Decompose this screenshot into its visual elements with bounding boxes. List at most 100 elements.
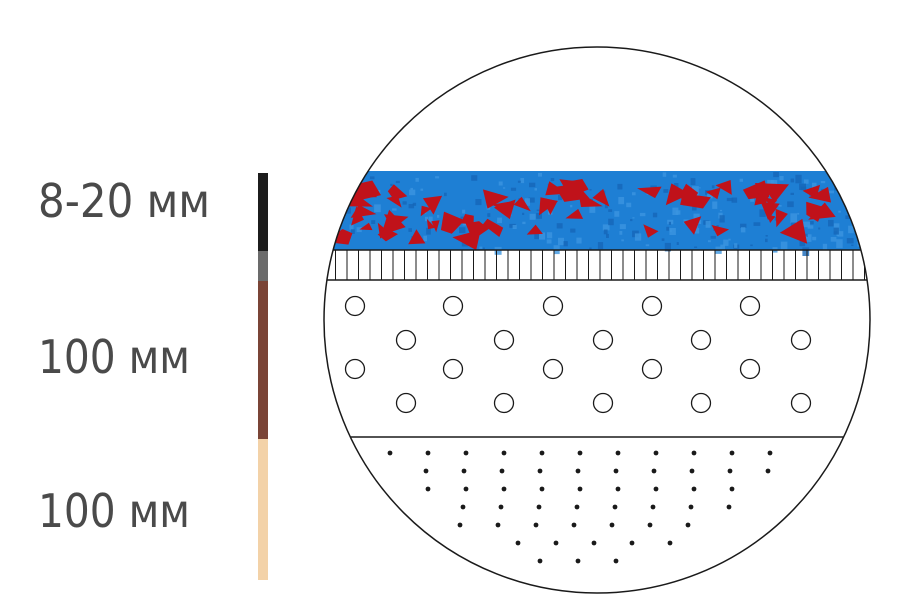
speckle [674,183,679,188]
red-chip [359,222,373,231]
speckle [520,178,525,184]
speckle [437,214,440,218]
dot [533,522,539,528]
dot [553,540,559,546]
speckle [626,202,632,208]
open-circle [739,358,761,380]
speckle [859,179,866,185]
speckle [346,207,351,214]
speckle [822,243,828,250]
dot [726,504,732,510]
speckle [863,183,869,189]
speckle [550,178,555,182]
dot-layer [387,450,773,564]
speckle [348,192,354,198]
speckle [692,206,697,211]
speckle [705,220,711,228]
speckle [833,223,840,232]
speckle [558,195,563,201]
dot [501,450,507,456]
open-circle [442,358,464,380]
red-chip [592,188,610,207]
speckle [482,247,485,249]
dot [685,522,691,528]
speckle [803,221,811,228]
speckle [522,221,526,225]
dot [727,468,733,474]
speckle [408,204,415,209]
speckle [857,187,864,197]
speckle [538,172,542,177]
bar-segment-bottom [258,439,268,580]
red-chip [431,220,440,233]
open-circle [790,392,812,414]
dot [577,486,583,492]
red-chip [565,208,584,219]
open-circle [442,295,464,317]
dot [651,468,657,474]
red-chip [683,216,702,235]
speckle [345,186,350,192]
speckle [753,222,761,226]
speckle [547,232,553,239]
speckle [608,209,613,212]
speckle [524,198,530,206]
dot [387,450,393,456]
red-chip [482,218,504,237]
speckle [392,208,397,211]
speckle [603,229,608,235]
speckle [812,182,817,189]
dot [691,450,697,456]
dot [667,540,673,546]
label-bottom: 100 мм [38,484,190,538]
red-chip [460,214,474,225]
speckle [606,233,609,238]
speckle [619,224,626,230]
speckle [676,242,679,245]
speckle [809,221,814,225]
bar-segment-gap [258,251,268,281]
speckle [408,228,412,232]
speckle [602,224,610,231]
red-chip [637,186,662,199]
speckle [597,242,604,250]
speckle [621,239,624,242]
dot [495,522,501,528]
speckle [698,220,702,224]
open-circle [641,295,663,317]
speckle [563,241,568,247]
open-circle [641,358,663,380]
speckle [790,178,795,183]
speckle [726,197,734,202]
open-circle [592,329,614,351]
red-chip [387,184,408,200]
speckle [536,212,542,219]
speckle [720,244,725,250]
speckle [509,223,516,228]
speckle [570,204,573,208]
red-chip [482,189,509,209]
speckle [690,178,696,185]
red-chip [351,182,377,198]
open-circle [592,392,614,414]
dot [574,504,580,510]
red-chip [755,183,765,195]
speckle [529,182,536,188]
dot [615,450,621,456]
speckle [830,237,837,242]
dot [539,450,545,456]
speckle [734,243,738,248]
speckle [420,188,424,191]
dot [653,486,659,492]
speckle [639,212,646,217]
red-chip [665,183,690,206]
speckle [608,218,614,226]
speckle [698,187,701,189]
speckle [395,180,400,184]
dot [463,486,469,492]
speckle [668,221,671,225]
dot [537,468,543,474]
dot [615,486,621,492]
dot [461,468,467,474]
speckle [873,205,877,212]
